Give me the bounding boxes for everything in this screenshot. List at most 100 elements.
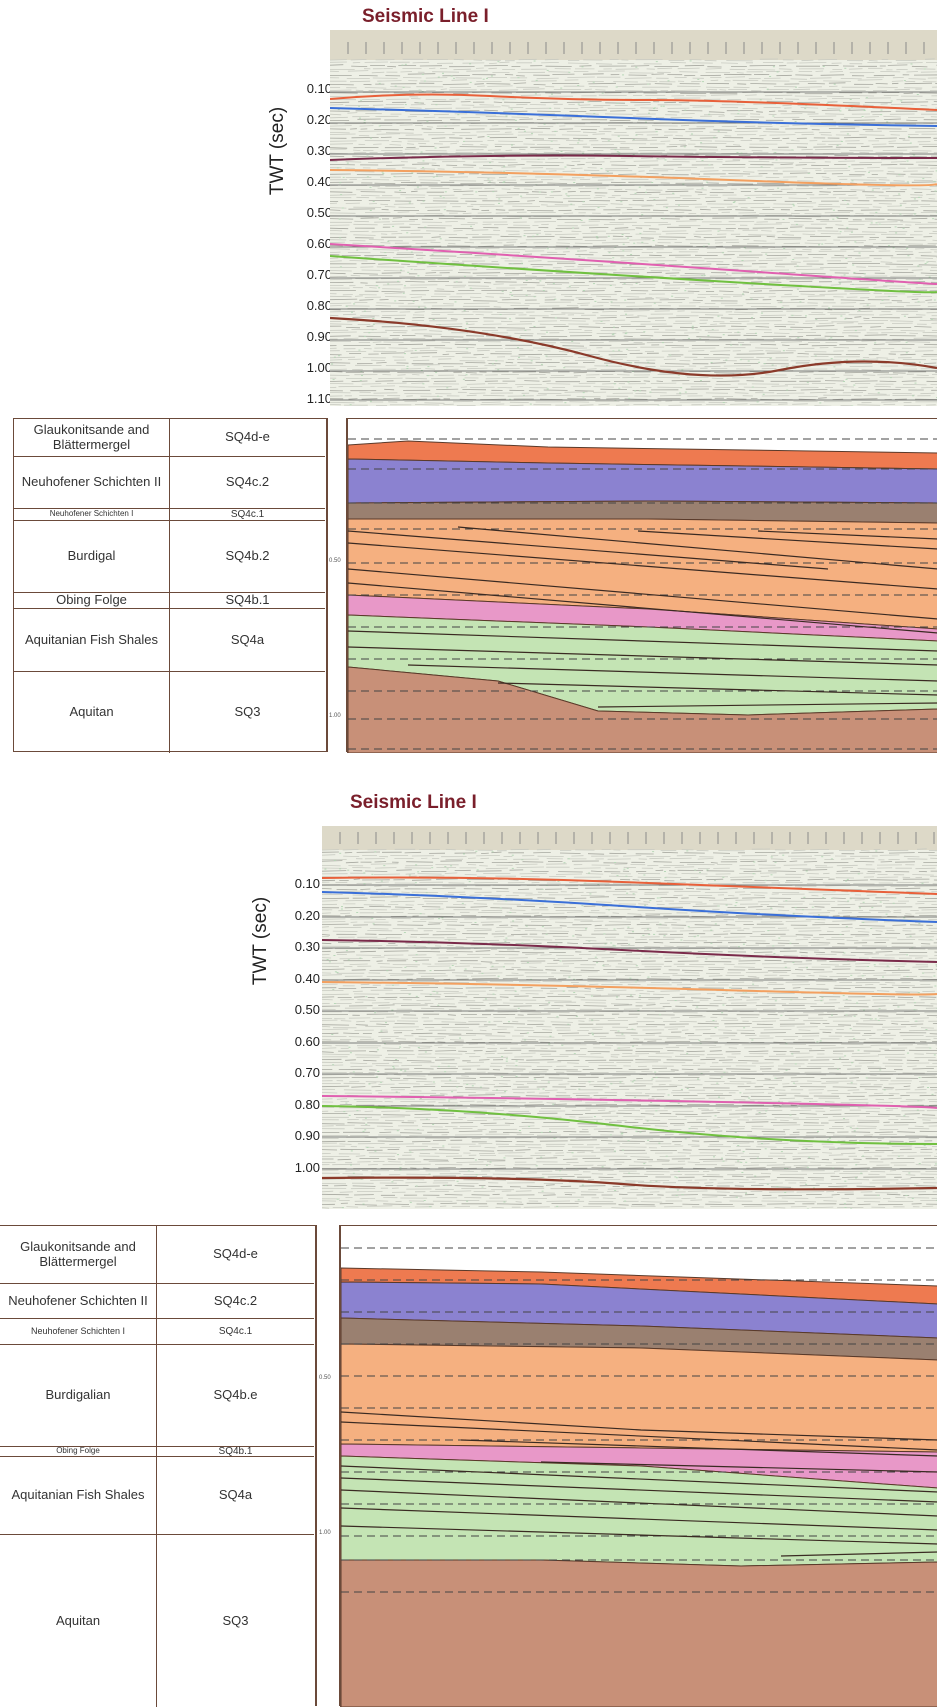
seismic-noise — [578, 104, 580, 105]
seismic-noise — [550, 1036, 552, 1037]
section-time-axis: 0.50 1.00 — [327, 418, 347, 752]
seismic-noise — [407, 366, 409, 367]
section-time-axis: 0.50 1.00 — [316, 1225, 340, 1706]
seismic-noise — [853, 272, 855, 273]
seismic-noise — [405, 104, 407, 105]
seismic-noise — [339, 868, 341, 869]
seismic-noise — [697, 1079, 699, 1080]
seismic-noise — [645, 192, 647, 193]
seismic-noise — [372, 329, 374, 330]
y-tick-label: 1.00 — [276, 1160, 320, 1175]
seismic-noise — [706, 869, 708, 870]
seismic-noise — [819, 402, 821, 403]
seismic-noise — [377, 1071, 379, 1072]
seismic-noise — [745, 1193, 747, 1194]
seismic-noise — [867, 966, 869, 967]
seismic-noise — [871, 907, 873, 908]
seismic-noise — [358, 350, 360, 351]
seismic-noise — [867, 305, 869, 306]
seismic-noise — [426, 121, 428, 122]
seismic-noise — [554, 1138, 556, 1139]
seismic-noise — [546, 934, 548, 935]
seismic-noise — [404, 967, 406, 968]
seismic-noise — [737, 113, 739, 114]
seismic-noise — [417, 1129, 419, 1130]
seismic-noise — [400, 270, 402, 271]
seismic-noise — [847, 204, 849, 205]
seismic-noise — [503, 181, 505, 182]
seismic-noise — [563, 367, 565, 368]
seismic-noise — [431, 867, 433, 868]
y-tick-label: 0.40 — [276, 971, 320, 986]
seismic-noise — [367, 1147, 369, 1148]
seismic-noise — [641, 214, 643, 215]
seismic-noise — [490, 1162, 492, 1163]
seismic-noise — [538, 159, 540, 160]
seismic-noise — [737, 1145, 739, 1146]
seismic-noise — [765, 880, 767, 881]
seismic-noise — [751, 299, 753, 300]
seismic-noise — [385, 1022, 387, 1023]
seismic-noise — [614, 862, 616, 863]
seismic-noise — [666, 1156, 668, 1157]
seismic-noise — [491, 76, 493, 77]
seismic-noise — [574, 1053, 576, 1054]
seismic-noise — [424, 227, 426, 228]
seismic-noise — [688, 338, 690, 339]
seismic-noise — [615, 149, 617, 150]
seismic-section — [330, 30, 937, 406]
seismic-noise — [776, 1186, 778, 1187]
seismic-noise — [879, 1069, 881, 1070]
seismic-noise — [528, 1126, 530, 1127]
seismic-noise — [713, 1020, 715, 1021]
seismic-noise — [382, 172, 384, 173]
seismic-noise — [767, 89, 769, 90]
seismic-noise — [392, 226, 394, 227]
seismic-noise — [717, 906, 719, 907]
seismic-noise — [790, 329, 792, 330]
seismic-noise — [631, 1029, 633, 1030]
seismic-noise — [543, 1089, 545, 1090]
seismic-noise — [718, 231, 720, 232]
seismic-noise — [492, 191, 494, 192]
seismic-noise — [639, 233, 641, 234]
seismic-noise — [367, 156, 369, 157]
seismic-noise — [786, 1070, 788, 1071]
seismic-noise — [682, 184, 684, 185]
seismic-noise — [415, 882, 417, 883]
seismic-noise — [624, 1201, 626, 1202]
seismic-noise — [710, 943, 712, 944]
seismic-noise — [737, 332, 739, 333]
seismic-noise — [723, 402, 725, 403]
seismic-noise — [737, 1161, 739, 1162]
seismic-noise — [622, 250, 624, 251]
seismic-noise — [617, 875, 619, 876]
seismic-noise — [853, 1038, 855, 1039]
seismic-noise — [334, 1003, 336, 1004]
seismic-noise — [409, 994, 411, 995]
seismic-noise — [535, 93, 537, 94]
seismic-noise — [468, 1171, 470, 1172]
seismic-noise — [668, 1095, 670, 1096]
seismic-noise — [751, 317, 753, 318]
seismic-noise — [621, 1133, 623, 1134]
seismic-noise — [628, 382, 630, 383]
seismic-noise — [685, 1138, 687, 1139]
seismic-noise — [554, 299, 556, 300]
seismic-noise — [332, 989, 334, 990]
seismic-noise — [852, 284, 854, 285]
seismic-noise — [844, 200, 846, 201]
seismic-noise — [925, 263, 927, 264]
seismic-noise — [655, 1181, 657, 1182]
seismic-noise — [917, 1100, 919, 1101]
seismic-noise — [481, 973, 483, 974]
seismic-noise — [730, 345, 732, 346]
seismic-noise — [822, 897, 824, 898]
seismic-noise — [790, 1115, 792, 1116]
seismic-noise — [350, 1164, 352, 1165]
seismic-noise — [435, 104, 437, 105]
seismic-noise — [736, 1197, 738, 1198]
seismic-noise — [606, 365, 608, 366]
seismic-noise — [353, 1173, 355, 1174]
seismic-noise — [364, 883, 366, 884]
